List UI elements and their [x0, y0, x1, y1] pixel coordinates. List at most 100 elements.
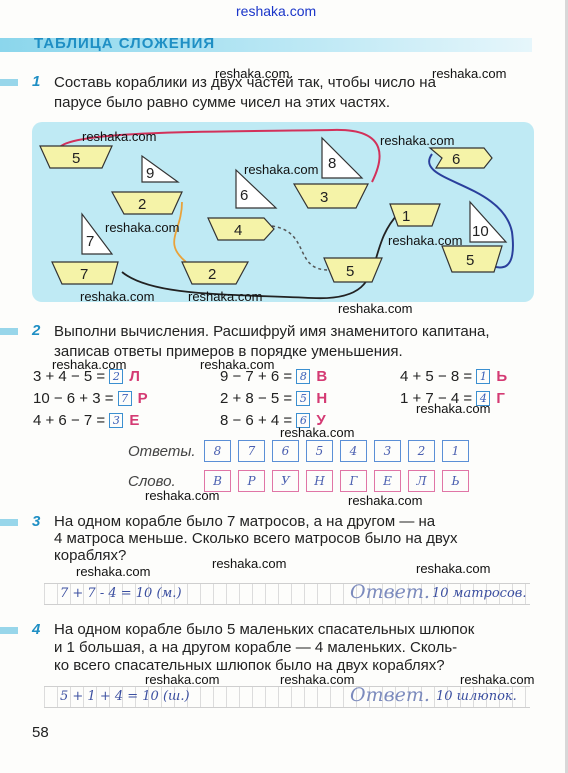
hull-number: 7: [80, 266, 88, 283]
link-line: [57, 128, 381, 183]
answer-cell: 4: [340, 440, 367, 462]
link-line: [428, 153, 514, 269]
hull-number: 5: [72, 150, 80, 167]
hull-number: 1: [402, 208, 410, 225]
boat-hull: [51, 261, 119, 285]
watermark: reshaka.com: [145, 672, 220, 687]
solution-grid: [44, 686, 530, 708]
hull-number: 5: [346, 263, 354, 280]
watermark: reshaka.com: [280, 425, 355, 440]
boat-hull: [389, 203, 441, 227]
boats-drawing: 5 9 2 6 4 8 3 6 1 7 7 2 5 10: [39, 128, 514, 299]
section-header-bar: [0, 38, 532, 52]
word-letter-cell: У: [272, 470, 299, 492]
boats-illustration: 5 9 2 6 4 8 3 6 1 7 7 2 5 10: [32, 122, 534, 302]
watermark: reshaka.com: [348, 493, 423, 508]
task-number: 1: [32, 73, 41, 90]
answer-text: 10 матросов.: [432, 586, 527, 601]
watermark: reshaka.com: [188, 289, 263, 304]
word-label: Слово.: [128, 473, 176, 490]
section-title: ТАБЛИЦА СЛОЖЕНИЯ: [34, 35, 216, 52]
word-letter-cell: В: [204, 470, 231, 492]
watermark: reshaka.com: [215, 66, 290, 81]
task-marker: [0, 328, 18, 335]
task-text: Составь кораблики из двух частей так, чт…: [54, 74, 436, 111]
watermark: reshaka.com: [76, 564, 151, 579]
sail-number: 7: [86, 233, 94, 250]
task-marker: [0, 79, 18, 86]
boat-hull: [441, 245, 503, 273]
hull-number: 2: [208, 266, 216, 283]
solution-text: 7 + 7 - 4 = 10 (м.): [60, 586, 182, 601]
word-letter-cell: Л: [408, 470, 435, 492]
task-text: На одном корабле было 7 матросов, а на д…: [54, 513, 458, 564]
answer-text: 10 шлюпок.: [436, 689, 517, 704]
answer-cell: 3: [374, 440, 401, 462]
solution-grid: [44, 583, 530, 605]
boat-hull: [207, 217, 275, 241]
answer-cell: 7: [238, 440, 265, 462]
word-letter-cell: Г: [340, 470, 367, 492]
task-number: 2: [32, 322, 41, 339]
answer-cell: 1: [442, 440, 469, 462]
watermark: reshaka.com: [52, 357, 127, 372]
boat-sail: [141, 154, 180, 183]
sail-number: 8: [328, 155, 336, 172]
watermark: reshaka.com: [460, 672, 535, 687]
answer-cell: 6: [272, 440, 299, 462]
link-line: [121, 213, 399, 299]
answers-label: Ответы.: [128, 443, 196, 460]
boat-hull: [428, 147, 493, 169]
link-line: [271, 225, 333, 271]
watermark: reshaka.com: [80, 289, 155, 304]
watermark: reshaka.com: [145, 488, 220, 503]
boat-sail: [469, 200, 508, 243]
word-row: В Р У Н Г Е Л Ь: [204, 470, 469, 492]
word-letter-cell: Р: [238, 470, 265, 492]
boat-sail: [235, 168, 278, 209]
boat-hull: [110, 191, 183, 215]
watermark: reshaka.com: [338, 301, 413, 316]
hull-number: 6: [452, 151, 460, 168]
watermark: reshaka.com: [280, 672, 355, 687]
answer-cell: 5: [306, 440, 333, 462]
sail-number: 6: [240, 187, 248, 204]
link-line: [173, 201, 187, 263]
watermark: reshaka.com: [105, 220, 180, 235]
watermark: reshaka.com: [380, 133, 455, 148]
watermark: reshaka.com: [244, 162, 319, 177]
sail-number: 10: [472, 223, 489, 240]
sail-number: 9: [146, 165, 154, 182]
boat-hull: [181, 261, 250, 285]
boat-sail: [321, 136, 364, 179]
boat-sail: [81, 212, 114, 255]
hull-number: 2: [138, 196, 146, 213]
watermark: reshaka.com: [432, 66, 507, 81]
watermark: reshaka.com: [416, 401, 491, 416]
watermark: reshaka.com: [82, 129, 157, 144]
answer-word: Ответ.: [350, 684, 430, 706]
task-marker: [0, 627, 18, 634]
task-number: 4: [32, 621, 41, 638]
task-text: Выполни вычисления. Расшифруй имя знамен…: [54, 323, 490, 360]
page-edge: [565, 0, 568, 773]
word-letter-cell: Е: [374, 470, 401, 492]
watermark: reshaka.com: [236, 3, 317, 19]
answers-row: 8 7 6 5 4 3 2 1: [204, 440, 469, 462]
boat-hull: [323, 257, 383, 283]
solution-text: 5 + 1 + 4 = 10 (ш.): [60, 689, 190, 704]
word-letter-cell: Ь: [442, 470, 469, 492]
watermark: reshaka.com: [416, 561, 491, 576]
hull-number: 4: [234, 222, 242, 239]
task-text: На одном корабле было 5 маленьких спасат…: [54, 621, 475, 674]
answer-word: Ответ.: [350, 581, 430, 603]
task-number: 3: [32, 513, 41, 530]
hull-number: 3: [320, 189, 328, 206]
